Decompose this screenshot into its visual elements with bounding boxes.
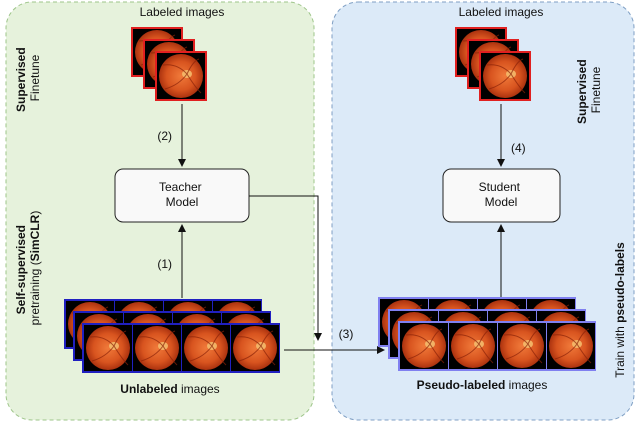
right-labeled-images-label: Labeled images: [459, 5, 544, 19]
left-supervised-finetune-label: Supervised Finetune: [14, 44, 42, 112]
arrow-teacher-output: [249, 195, 322, 341]
unlabeled-image-stack: [64, 299, 280, 373]
right-labeled-image-stack: [455, 27, 531, 101]
teacher-model-label: Teacher Model: [159, 180, 205, 209]
left-labeled-images-label: Labeled images: [140, 5, 225, 19]
step-4-label: (4): [511, 141, 526, 155]
pseudo-labeled-image-stack: [378, 297, 596, 371]
student-model-label: Student Model: [479, 180, 524, 209]
step-1-label: (1): [157, 257, 172, 271]
step-3-label: (3): [339, 327, 354, 341]
right-train-pseudo-labels-label: Train with pseudo-labels: [613, 242, 627, 378]
student-model-box: [442, 168, 561, 223]
step-2-label: (2): [157, 129, 172, 143]
left-labeled-image-stack: [131, 27, 207, 101]
left-self-supervised-label: Self-supervised pretraining (SimCLR): [14, 211, 42, 326]
unlabeled-images-label: Unlabeled images: [120, 382, 219, 396]
right-supervised-finetune-label: Supervised Finetune: [575, 56, 603, 124]
pseudo-labeled-images-label: Pseudo-labeled images: [417, 378, 548, 392]
